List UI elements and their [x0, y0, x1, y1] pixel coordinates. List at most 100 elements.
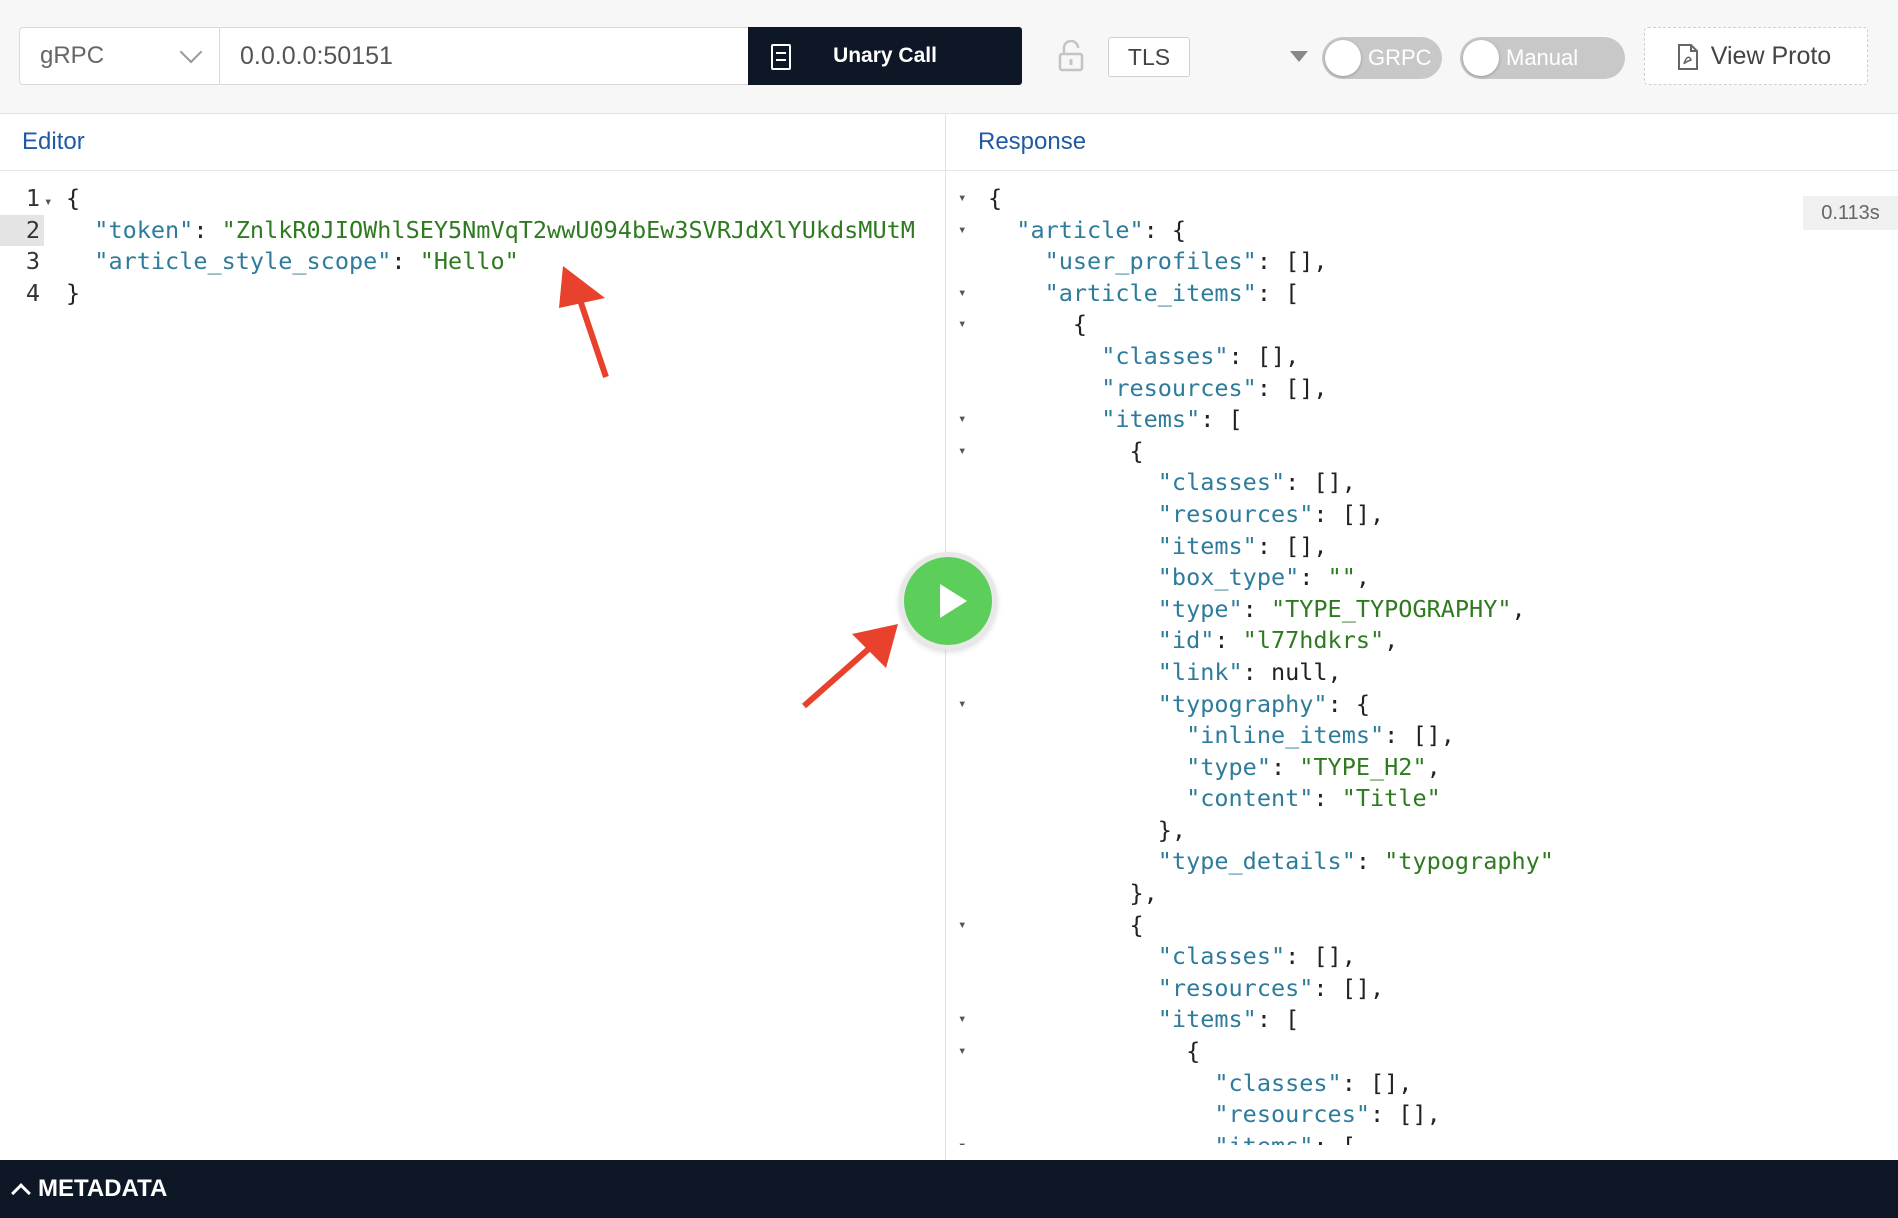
response-line: "id": "l77hdkrs", — [958, 625, 1898, 657]
code-token: "resources" — [1101, 373, 1257, 402]
code-token — [988, 784, 1186, 812]
manual-toggle[interactable]: Manual — [1460, 37, 1625, 79]
fold-caret-icon[interactable]: ▾ — [958, 916, 967, 933]
code-token: "l77hdkrs" — [1242, 626, 1385, 655]
code-token — [988, 279, 1045, 307]
metadata-panel-toggle[interactable]: METADATA — [0, 1160, 1898, 1218]
response-line-text: "article": { — [988, 215, 1186, 247]
code-token: "resources" — [1157, 973, 1314, 1002]
response-line-text: "type": "TYPE_H2", — [988, 752, 1441, 784]
code-token: } — [66, 278, 81, 307]
code-token: "resources" — [1214, 1100, 1371, 1129]
code-token: : — [1214, 626, 1243, 655]
fold-caret-icon[interactable]: ▾ — [958, 1131, 978, 1145]
fold-caret-icon[interactable]: ▾ — [958, 221, 967, 238]
fold-caret-icon[interactable]: ▾ — [958, 411, 967, 428]
code-token: "classes" — [1214, 1068, 1342, 1097]
code-token: : null, — [1242, 657, 1342, 686]
list-icon — [771, 44, 791, 70]
caret-down-icon[interactable] — [1290, 51, 1308, 62]
code-token — [988, 342, 1101, 370]
response-line: "classes": [], — [958, 467, 1898, 499]
code-token — [988, 405, 1101, 433]
response-line: ▾ "items": [ — [958, 1131, 1898, 1145]
response-line: }, — [958, 878, 1898, 910]
code-token: }, — [988, 879, 1158, 908]
response-line: ▾ "typography": { — [958, 689, 1898, 721]
code-token: "items" — [1214, 1132, 1313, 1145]
call-type-button[interactable]: Unary Call — [748, 27, 1022, 85]
response-line-text: "content": "Title" — [988, 783, 1441, 815]
toggle-knob — [1325, 40, 1361, 76]
editor-title: Editor — [22, 128, 85, 155]
code-token: : { — [1143, 215, 1187, 244]
code-token — [988, 626, 1158, 654]
response-line: "resources": [], — [958, 973, 1898, 1005]
code-token: "article" — [1016, 215, 1144, 244]
code-token — [988, 374, 1101, 402]
response-line-text: "inline_items": [], — [988, 720, 1455, 752]
editor-line[interactable]: 2 "token": "ZnlkR0JIOWhlSEY5NmVqT2wwU094… — [0, 214, 945, 247]
unlock-icon[interactable] — [1058, 40, 1084, 72]
response-line: "type": "TYPE_TYPOGRAPHY", — [958, 594, 1898, 626]
metadata-label: METADATA — [38, 1175, 168, 1202]
response-line-text: "type_details": "typography" — [988, 846, 1554, 878]
file-pdf-icon — [1678, 44, 1698, 70]
protocol-select[interactable]: gRPC — [19, 27, 219, 85]
code-token: : [], — [1313, 499, 1385, 528]
response-line-text: { — [988, 309, 1087, 341]
code-token: "typography" — [1384, 847, 1554, 876]
code-token: "items" — [1157, 1005, 1257, 1034]
code-token: : [], — [1256, 373, 1328, 402]
editor-line[interactable]: 1▾{ — [0, 183, 945, 215]
code-token: "token" — [94, 215, 194, 244]
code-token: "box_type" — [1157, 563, 1300, 592]
code-token: "article_style_scope" — [94, 247, 392, 276]
code-token — [988, 595, 1158, 623]
response-line: ▾ { — [958, 309, 1898, 341]
editor-tab[interactable]: Editor — [0, 114, 945, 171]
fold-caret-icon[interactable]: ▾ — [958, 316, 967, 333]
response-line-text: "classes": [], — [988, 941, 1356, 973]
code-token: , — [1511, 594, 1526, 623]
response-line: ▾ "article_items": [ — [958, 278, 1898, 310]
fold-caret-icon[interactable]: ▾ — [958, 695, 967, 712]
fold-caret-icon[interactable]: ▾ — [958, 284, 967, 301]
response-line-text: "items": [ — [988, 1131, 1356, 1145]
response-line: ▾ { — [958, 910, 1898, 942]
response-line: "link": null, — [958, 657, 1898, 689]
fold-caret-icon[interactable]: ▾ — [958, 190, 967, 206]
response-line: }, — [958, 815, 1898, 847]
view-proto-button[interactable]: View Proto — [1644, 27, 1868, 85]
response-line-text: "user_profiles": [], — [988, 246, 1328, 278]
play-icon[interactable] — [899, 552, 997, 650]
fold-caret-icon[interactable]: ▾ — [958, 1011, 967, 1028]
code-token — [988, 468, 1158, 496]
code-token — [66, 247, 94, 275]
code-token: : [], — [1285, 942, 1356, 971]
fold-caret-icon[interactable]: ▾ — [958, 442, 967, 459]
code-token: "" — [1327, 563, 1356, 592]
manual-toggle-label: Manual — [1506, 45, 1579, 70]
code-token: "classes" — [1101, 341, 1229, 370]
grpc-web-toggle[interactable]: GRPC — [1322, 37, 1442, 79]
code-token: : — [1355, 847, 1385, 876]
code-token — [988, 721, 1186, 749]
response-line-text: "classes": [], — [988, 1068, 1412, 1100]
fold-caret-icon[interactable]: ▾ — [44, 194, 53, 210]
fold-caret-icon[interactable]: ▾ — [958, 1043, 967, 1060]
response-tab[interactable]: Response — [946, 114, 1898, 171]
code-token: : [], — [1256, 531, 1328, 560]
server-address-input[interactable] — [219, 27, 749, 85]
chevron-down-icon — [179, 40, 203, 64]
request-editor[interactable]: 1▾{2 "token": "ZnlkR0JIOWhlSEY5NmVqT2wwU… — [0, 183, 945, 309]
response-line: "box_type": "", — [958, 562, 1898, 594]
code-token: { — [988, 436, 1144, 465]
editor-line[interactable]: 4} — [0, 278, 945, 310]
code-token: "resources" — [1157, 499, 1314, 528]
code-token — [988, 500, 1158, 528]
tls-button[interactable]: TLS — [1108, 37, 1190, 77]
response-line-text: "classes": [], — [988, 467, 1356, 499]
editor-line[interactable]: 3 "article_style_scope": "Hello" — [0, 246, 945, 278]
code-token: : [ — [1200, 405, 1243, 434]
